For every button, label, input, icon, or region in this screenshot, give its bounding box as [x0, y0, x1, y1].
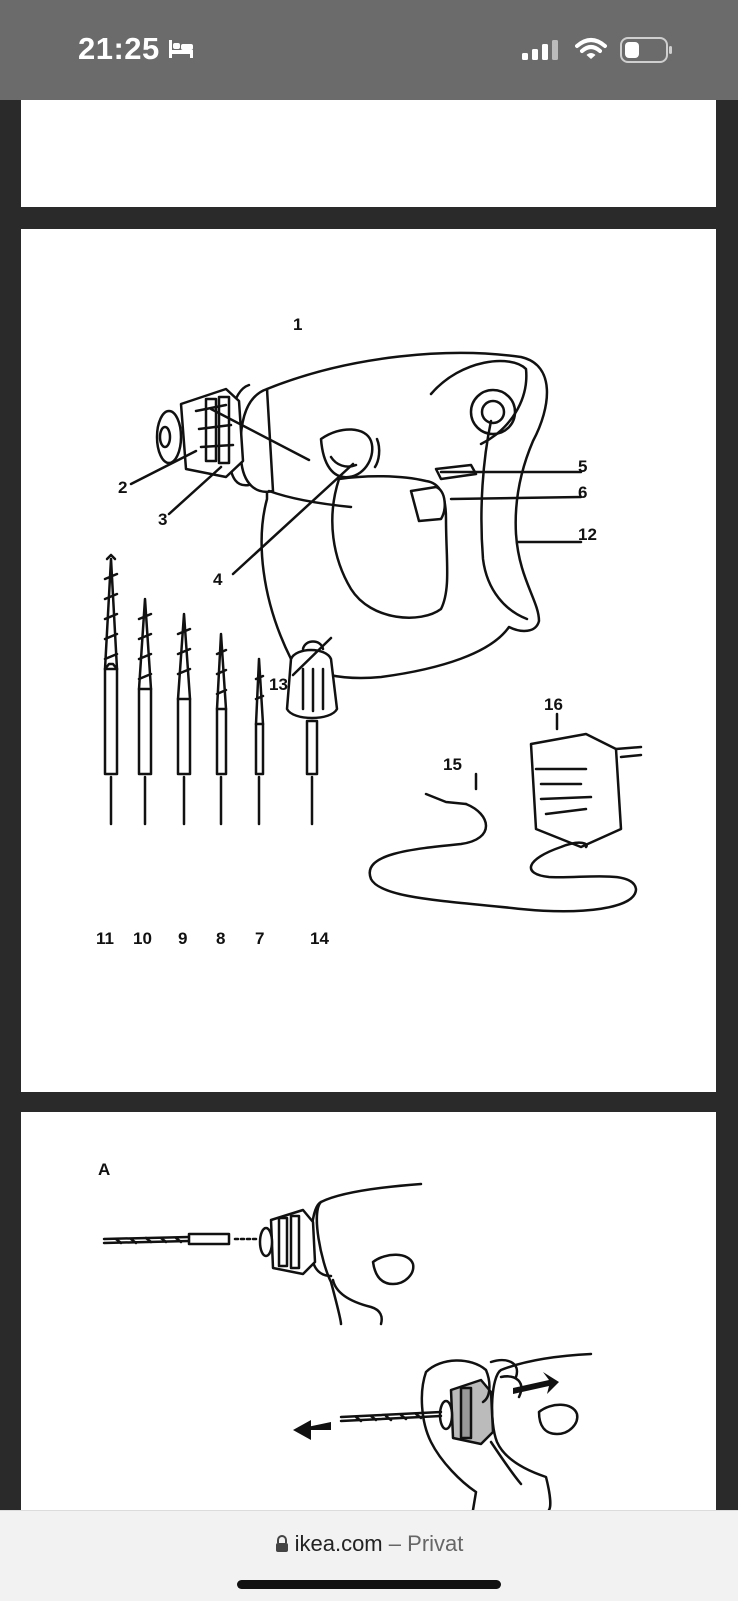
address-bar[interactable]: ikea.com – Privat [0, 1531, 738, 1557]
status-time: 21:25 [78, 31, 160, 66]
callout-2: 2 [118, 478, 127, 497]
callout-3: 3 [158, 510, 167, 529]
drill-diagram-illustration: 1 2 3 4 5 6 12 13 11 10 9 8 7 14 15 16 [96, 315, 643, 948]
browser-bottom-bar: ikea.com – Privat [0, 1510, 738, 1601]
callout-14: 14 [310, 929, 329, 948]
status-bar: 21:25 [0, 0, 738, 100]
callout-9: 9 [178, 929, 187, 948]
wifi-icon [575, 38, 607, 59]
page-panel-blank [21, 100, 716, 207]
address-separator: – [388, 1531, 402, 1556]
document-viewer[interactable]: 1 2 3 4 5 6 12 13 11 10 9 8 7 14 15 16 A [0, 100, 738, 1510]
address-domain: ikea.com [294, 1531, 383, 1556]
callout-16: 16 [544, 695, 563, 714]
callout-5: 5 [578, 457, 587, 476]
step-label: A [98, 1160, 110, 1179]
cellular-signal-icon [522, 40, 558, 60]
callout-7: 7 [255, 929, 264, 948]
callout-15: 15 [443, 755, 462, 774]
assembly-step-panel: A [21, 1112, 716, 1510]
home-indicator[interactable] [237, 1580, 501, 1589]
callout-8: 8 [216, 929, 225, 948]
step-a-illustration: A [98, 1160, 593, 1510]
callout-4: 4 [213, 570, 223, 589]
sleep-icon [169, 40, 193, 58]
privacy-label: Privat [407, 1531, 464, 1556]
product-parts-diagram: 1 2 3 4 5 6 12 13 11 10 9 8 7 14 15 16 [21, 229, 716, 1092]
lock-icon [275, 1535, 288, 1552]
callout-1: 1 [293, 315, 302, 334]
callout-10: 10 [133, 929, 152, 948]
callout-13: 13 [269, 675, 288, 694]
callout-6: 6 [578, 483, 587, 502]
battery-icon [620, 37, 672, 63]
callout-12: 12 [578, 525, 597, 544]
callout-11: 11 [96, 929, 114, 948]
